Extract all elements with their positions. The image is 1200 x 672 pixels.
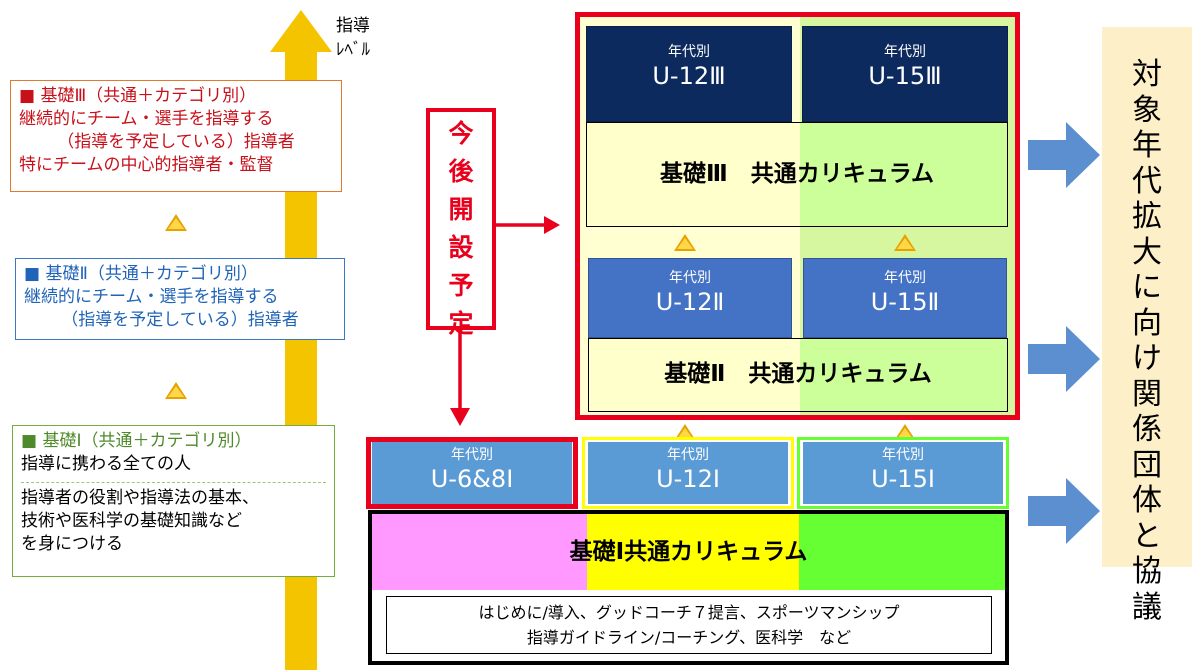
u12-i-box: 年代別 U-12Ⅰ [588, 442, 788, 504]
u15-iii-label: U-15Ⅲ [868, 62, 942, 90]
plan-char: 開 [448, 195, 474, 224]
tier-3-curriculum-label: 基礎Ⅲ 共通カリキュラム [659, 161, 935, 187]
u6-8-i-box: 年代別 U-6&8Ⅰ [372, 442, 572, 504]
level-3-line-3: 特にチームの中心的指導者・監督 [19, 155, 274, 175]
base-band-pink [372, 514, 587, 590]
dashed-divider [21, 482, 326, 483]
base-band-yellow [587, 514, 799, 590]
base-curriculum-title: 基礎Ⅰ共通カリキュラム [569, 539, 808, 565]
tier-2-curriculum-label: 基礎Ⅱ 共通カリキュラム [664, 361, 932, 387]
arrow-down-red-icon [450, 330, 470, 426]
level-1-description: ■ 基礎Ⅰ（共通＋カテゴリ別） 指導に携わる全ての人 指導者の役割や指導法の基本… [12, 425, 335, 577]
arrow-right-blue-icon [1028, 122, 1100, 188]
level-3-line-1: 継続的にチーム・選手を指導する [19, 109, 274, 129]
triangle-up-icon [894, 234, 916, 251]
tier-2-curriculum: 基礎Ⅱ 共通カリキュラム [588, 338, 1008, 412]
age-group-label: 年代別 [668, 44, 710, 60]
topics-line-1: はじめに/導入、グッドコーチ７提言、スポーツマンシップ [478, 603, 900, 622]
level-3-heading: ■ 基礎Ⅲ（共通＋カテゴリ別） [19, 86, 257, 106]
axis-label: 指導 ﾚﾍﾞﾙ [336, 16, 370, 60]
triangle-up-icon [165, 382, 187, 399]
age-group-label: 年代別 [669, 270, 711, 286]
arrow-right-blue-icon [1028, 478, 1100, 544]
planned-future-box: 今 後 開 設 予 定 [426, 108, 496, 338]
level-1-heading: ■ 基礎Ⅰ（共通＋カテゴリ別） [21, 431, 252, 451]
u12-ii-box: 年代別 U-12Ⅱ [588, 258, 792, 338]
age-group-label: 年代別 [667, 447, 709, 463]
level-1-line-1: 指導に携わる全ての人 [21, 454, 191, 474]
plan-char: 設 [448, 233, 474, 262]
level-1-line-4: を身につける [21, 534, 123, 554]
level-1-line-2: 指導者の役割や指導法の基本、 [21, 488, 259, 508]
level-2-heading: ■ 基礎Ⅱ（共通＋カテゴリ別） [24, 264, 258, 284]
triangle-up-icon [674, 424, 696, 441]
level-3-description: ■ 基礎Ⅲ（共通＋カテゴリ別） 継続的にチーム・選手を指導する （指導を予定して… [10, 80, 342, 192]
age-group-label: 年代別 [882, 447, 924, 463]
curriculum-bg-green [800, 123, 1006, 225]
u12-iii-label: U-12Ⅲ [652, 62, 726, 90]
u15-i-label: U-15Ⅰ [871, 465, 935, 493]
age-group-label: 年代別 [451, 447, 493, 463]
triangle-up-icon [674, 234, 696, 251]
u15-iii-box: 年代別 U-15Ⅲ [802, 26, 1008, 122]
u12-ii-label: U-12Ⅱ [655, 288, 725, 316]
level-2-line-2: （指導を予定している）指導者 [61, 310, 299, 330]
tier-3-curriculum: 基礎Ⅲ 共通カリキュラム [586, 122, 1008, 227]
age-group-label: 年代別 [884, 270, 926, 286]
u15-i-box: 年代別 U-15Ⅰ [803, 442, 1003, 504]
level-2-line-1: 継続的にチーム・選手を指導する [24, 287, 279, 307]
age-group-label: 年代別 [884, 44, 926, 60]
expansion-note-box: 対象年代拡大に向け関係団体と協議 [1102, 27, 1192, 625]
triangle-up-icon [165, 214, 187, 231]
arrow-right-red-icon [494, 216, 560, 234]
plan-char: 後 [448, 157, 474, 186]
base-curriculum-topics: はじめに/導入、グッドコーチ７提言、スポーツマンシップ 指導ガイドライン/コーチ… [386, 596, 992, 654]
u6-8-i-label: U-6&8Ⅰ [430, 465, 514, 493]
triangle-up-icon [894, 424, 916, 441]
base-curriculum-box: 基礎Ⅰ共通カリキュラム はじめに/導入、グッドコーチ７提言、スポーツマンシップ … [368, 510, 1009, 665]
level-2-description: ■ 基礎Ⅱ（共通＋カテゴリ別） 継続的にチーム・選手を指導する （指導を予定して… [15, 258, 345, 340]
curriculum-bg-yellow [587, 123, 800, 225]
level-1-line-3: 技術や医科学の基礎知識など [21, 511, 242, 531]
level-axis-arrowhead [270, 10, 332, 52]
u12-iii-box: 年代別 U-12Ⅲ [586, 26, 792, 122]
u15-ii-label: U-15Ⅱ [870, 288, 940, 316]
curriculum-bg-yellow [589, 339, 800, 410]
curriculum-bg-green [800, 339, 1006, 410]
base-band-green [799, 514, 1005, 590]
topics-line-2: 指導ガイドライン/コーチング、医科学 など [526, 628, 852, 647]
u12-i-label: U-12Ⅰ [656, 465, 720, 493]
plan-char: 今 [448, 119, 474, 148]
u6-8-i-red-frame [366, 437, 578, 509]
level-3-line-2: （指導を予定している）指導者 [57, 132, 295, 152]
plan-char: 予 [448, 271, 474, 300]
expansion-note-text: 対象年代拡大に向け関係団体と協議 [1132, 57, 1162, 625]
arrow-right-blue-icon [1028, 326, 1100, 392]
u15-ii-box: 年代別 U-15Ⅱ [803, 258, 1007, 338]
future-courses-frame [575, 12, 1020, 420]
